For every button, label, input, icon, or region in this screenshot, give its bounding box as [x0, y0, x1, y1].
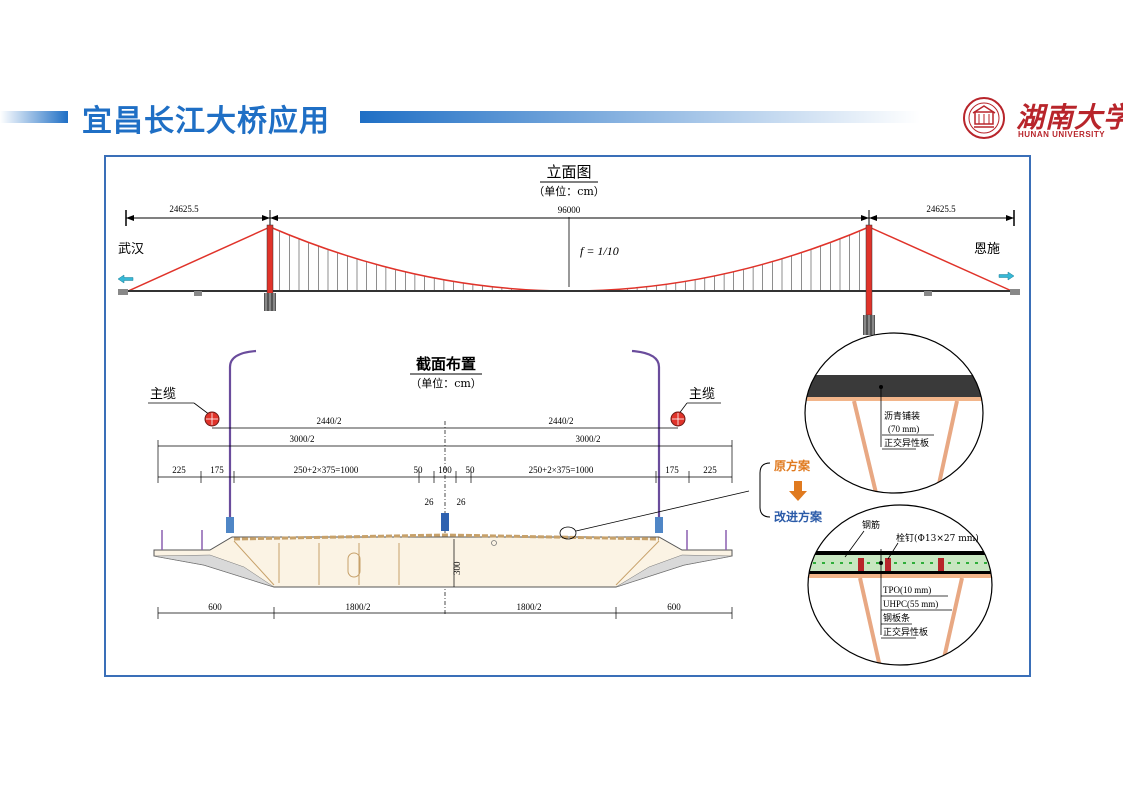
- dim-600-right: 600: [667, 602, 681, 612]
- scheme-bracket: [759, 462, 771, 518]
- scheme-improved-label: 改进方案: [774, 509, 823, 524]
- dim-175-left: 175: [210, 465, 224, 475]
- dim-100: 100: [438, 465, 452, 475]
- dim-2440-left: 2440/2: [316, 416, 341, 426]
- section-title: 截面布置: [416, 355, 476, 373]
- dim-175-right: 175: [665, 465, 679, 475]
- title-accent-bar-right: [360, 111, 920, 123]
- left-pier: [194, 291, 202, 296]
- dim-50-left: 50: [414, 465, 424, 475]
- main-cable-left-label: 主缆: [150, 386, 176, 402]
- left-tower: [264, 224, 276, 311]
- detail-bottom-layer-steel-strip: 钢板条: [883, 612, 910, 624]
- detail-bottom-layer-ortho: 正交异性板: [883, 626, 928, 638]
- main-cable-left-section-icon: [204, 411, 220, 427]
- right-direction-arrow-icon: [998, 271, 1015, 281]
- dim-225-right: 225: [703, 465, 717, 475]
- steel-box-girder: [153, 530, 733, 588]
- detail-bottom-layer-tpo: TPO(10 mm): [883, 585, 931, 595]
- main-cable-left-back: [125, 226, 271, 293]
- elevation-dimension-line: [125, 210, 1015, 226]
- right-pier: [924, 291, 932, 296]
- main-cable-right-section-icon: [670, 411, 686, 427]
- right-city-label: 恩施: [974, 242, 1000, 257]
- dim-26-right: 26: [457, 497, 467, 507]
- university-logo: 湖南大学 HUNAN UNIVERSITY: [962, 96, 1123, 146]
- detail-leader: [575, 490, 750, 532]
- logo-english-name: HUNAN UNIVERSITY: [1018, 130, 1106, 139]
- dim-225-left: 225: [172, 465, 186, 475]
- detail-bottom-rebar: 钢筋: [862, 519, 880, 531]
- span-main-label: 96000: [558, 205, 581, 215]
- lamp-post-left: [228, 349, 257, 525]
- left-city-label: 武汉: [118, 242, 144, 257]
- left-direction-arrow-icon: [117, 274, 134, 284]
- dim-3000-right: 3000/2: [575, 434, 600, 444]
- scheme-down-arrow-icon: [789, 481, 807, 501]
- main-cable-left-leader-2: [193, 402, 211, 416]
- detail-original-circle: [804, 332, 984, 494]
- dim-26-left: 26: [425, 497, 435, 507]
- logo-chinese-name: 湖南大学: [1016, 101, 1123, 134]
- dim-50-right: 50: [466, 465, 476, 475]
- dim-1000-right: 250+2×375=1000: [529, 465, 594, 475]
- section-unit: （单位：cm）: [410, 376, 482, 390]
- university-seal-icon: [963, 97, 1005, 139]
- scheme-original-label: 原方案: [774, 458, 811, 473]
- right-tower: [863, 224, 875, 335]
- left-anchorage: [118, 289, 128, 295]
- right-anchorage: [1010, 289, 1020, 295]
- dim-600-left: 600: [208, 602, 222, 612]
- elevation-unit: （单位：cm）: [533, 184, 605, 198]
- span-right-label: 24625.5: [926, 204, 956, 214]
- detail-bottom-layer-uhpc: UHPC(55 mm): [883, 599, 938, 609]
- title-accent-bar-left: [0, 111, 68, 123]
- detail-bottom-stud: 栓钉(Φ13×27 mm): [896, 532, 979, 544]
- detail-top-layer1-thickness: (70 mm): [888, 424, 919, 434]
- bridge-drawing: 立面图 （单位：cm） 24625.5 96000 24625.5 f = 1/…: [117, 163, 1020, 666]
- median-barrier: [441, 513, 449, 531]
- cable-clamp-left: [226, 517, 234, 533]
- main-cable-right-label: 主缆: [689, 386, 715, 402]
- depth-label: 300: [452, 561, 462, 575]
- dim-2440-right: 2440/2: [548, 416, 573, 426]
- detail-top-layer1: 沥青铺装: [884, 410, 920, 422]
- cable-clamp-right: [655, 517, 663, 533]
- span-left-label: 24625.5: [169, 204, 199, 214]
- lamp-post-right: [631, 349, 661, 525]
- page-title: 宜昌长江大桥应用: [82, 104, 330, 139]
- elevation-title: 立面图: [546, 163, 591, 181]
- main-cable-center: [269, 226, 870, 292]
- detail-top-layer2: 正交异性板: [884, 437, 929, 449]
- dim-1800-left: 1800/2: [345, 602, 370, 612]
- dim-3000-left: 3000/2: [289, 434, 314, 444]
- main-cable-right-back: [868, 226, 1015, 293]
- detail-marker: [559, 526, 577, 540]
- dim-1000-left: 250+2×375=1000: [294, 465, 359, 475]
- sag-label: f = 1/10: [580, 244, 619, 258]
- dim-1800-right: 1800/2: [516, 602, 541, 612]
- suspender-hangers: [279, 231, 860, 291]
